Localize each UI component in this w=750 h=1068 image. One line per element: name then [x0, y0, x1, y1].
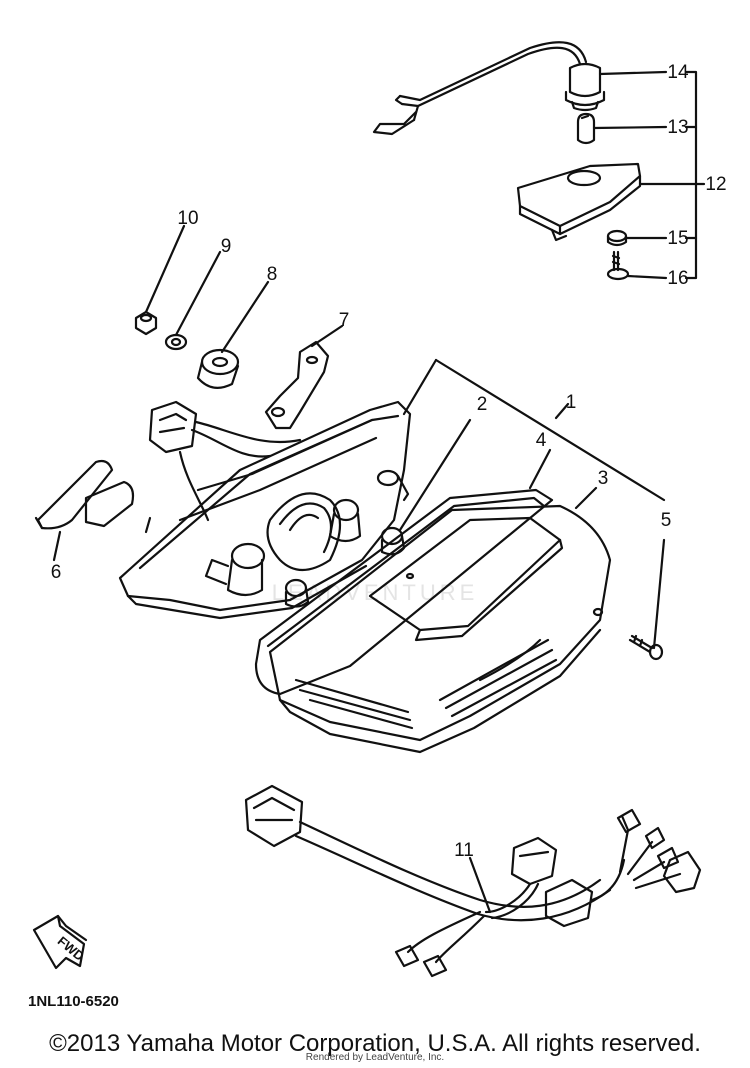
- small-parts: [134, 224, 344, 430]
- tail-lamp-lens: [254, 488, 612, 754]
- license-lamp-assembly: [372, 41, 706, 281]
- callout-13: 13: [667, 117, 688, 138]
- callout-15: 15: [667, 228, 688, 249]
- callout-11: 11: [454, 840, 474, 861]
- part-5-screw: [628, 634, 664, 661]
- callout-5: 5: [661, 510, 672, 531]
- callout-10: 10: [177, 208, 198, 229]
- callout-14: 14: [667, 62, 689, 83]
- wire-harness: [244, 784, 702, 978]
- callout-9: 9: [221, 236, 232, 257]
- callout-labels: 1 2 3 4 5 6 7 8 9 10 11 12 13 14 15 16 1…: [28, 62, 727, 1010]
- callout-3: 3: [598, 468, 609, 489]
- fwd-arrow-icon: FWD: [32, 914, 88, 970]
- callout-1: 1: [566, 392, 577, 413]
- callout-8: 8: [267, 264, 278, 285]
- callout-6: 6: [51, 562, 62, 583]
- copyright-notice: ©2013 Yamaha Motor Corporation, U.S.A. A…: [49, 1030, 701, 1057]
- callout-2: 2: [477, 394, 488, 415]
- rendered-by-note: Rendered by LeadVenture, Inc.: [305, 1052, 445, 1063]
- callout-7: 7: [339, 310, 350, 331]
- callout-12: 12: [705, 174, 726, 195]
- callout-16: 16: [667, 268, 688, 289]
- drawing-code: 1NL110-6520: [28, 993, 119, 1010]
- callout-leaders: [398, 358, 666, 650]
- part-6-cover: [34, 459, 135, 562]
- callout-4: 4: [536, 430, 547, 451]
- tail-lamp-housing: [118, 400, 412, 620]
